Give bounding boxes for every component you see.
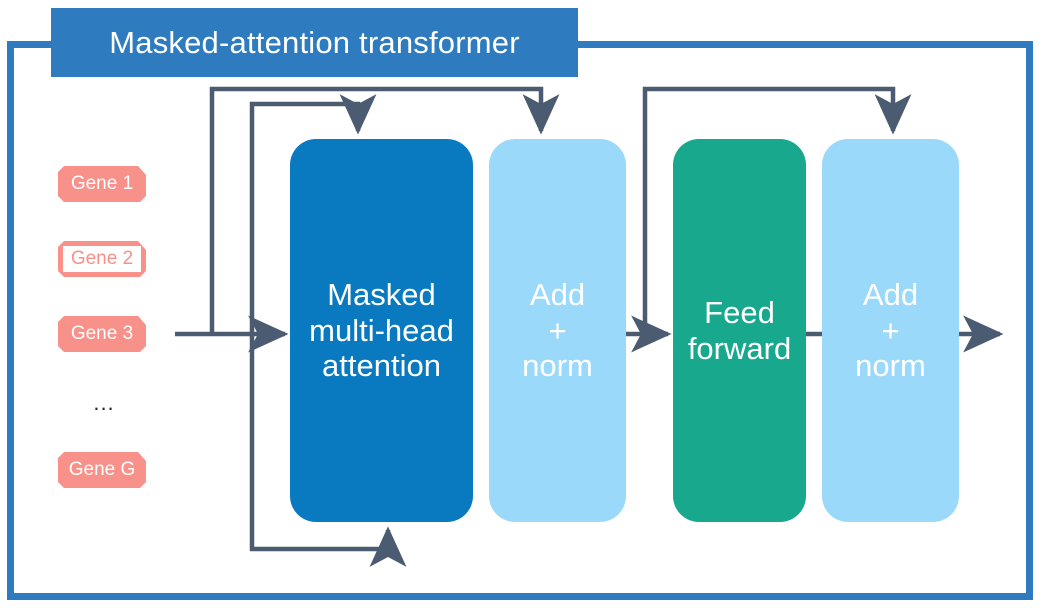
block-label: Add + norm [522, 277, 593, 385]
block-label-line-1: Add [862, 276, 919, 312]
input-token-ellipsis: ... [93, 390, 115, 415]
input-token-label: Gene 1 [70, 173, 134, 194]
input-token-label: Gene 3 [70, 323, 134, 344]
input-token-gene-g[interactable]: Gene G [58, 452, 146, 488]
block-label-line-2: + [881, 312, 900, 348]
block-label-line-1: Masked [327, 276, 436, 312]
block-add-norm-1[interactable]: Add + norm [489, 139, 626, 522]
block-label-line-3: attention [322, 348, 441, 384]
block-add-norm-2[interactable]: Add + norm [822, 139, 959, 522]
block-label: Add + norm [855, 277, 926, 385]
block-label-line-1: Add [529, 276, 586, 312]
input-token-label: Gene 2 [63, 246, 141, 272]
block-label-line-2: forward [687, 330, 792, 366]
page-title: Masked-attention transformer [109, 24, 520, 60]
block-label-line-1: Feed [704, 294, 775, 330]
block-feed-forward[interactable]: Feed forward [673, 139, 806, 522]
input-token-gene-2[interactable]: Gene 2 [58, 241, 146, 277]
block-label-line-3: norm [855, 348, 926, 384]
block-masked-multi-head-attention[interactable]: Masked multi-head attention [290, 139, 473, 522]
block-label: Feed forward [688, 295, 791, 367]
diagram-title-bar: Masked-attention transformer [51, 8, 578, 77]
block-label-line-3: norm [522, 348, 593, 384]
block-label-line-2: + [548, 312, 567, 348]
input-token-gene-1[interactable]: Gene 1 [58, 166, 146, 202]
input-token-gene-3[interactable]: Gene 3 [58, 316, 146, 352]
input-token-label: Gene G [68, 459, 136, 480]
block-label-line-2: multi-head [309, 312, 454, 348]
block-label: Masked multi-head attention [309, 277, 454, 385]
